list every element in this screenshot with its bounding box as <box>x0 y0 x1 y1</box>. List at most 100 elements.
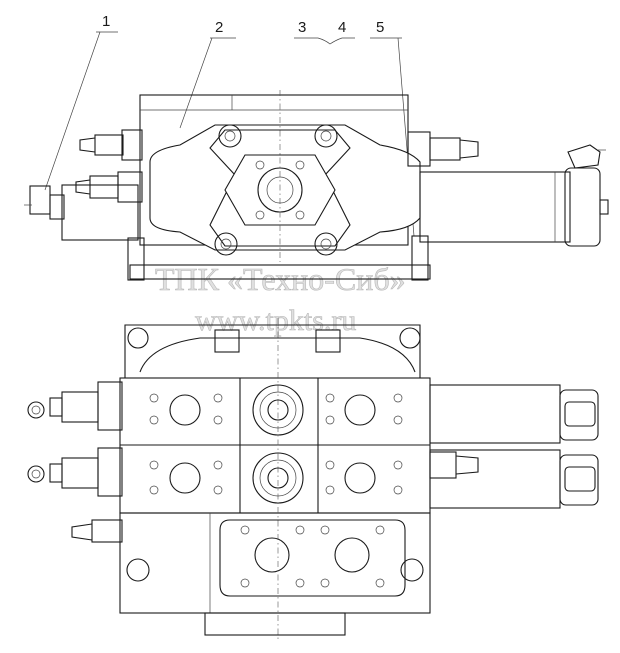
hole-icon <box>213 393 223 403</box>
base-foot-right <box>411 235 429 281</box>
bottom-foot <box>204 612 346 636</box>
hole-icon <box>240 578 250 588</box>
hole-icon <box>393 460 403 470</box>
hole-icon <box>320 525 330 535</box>
solenoid-plug-icon <box>564 401 596 427</box>
bolt-head-icon <box>314 124 338 148</box>
hole-icon <box>325 485 335 495</box>
callout-4: 4 <box>338 19 346 36</box>
solenoid-body <box>419 171 571 243</box>
top-base-rail <box>129 264 431 280</box>
fitting-nut <box>429 451 457 479</box>
cover-dome <box>139 337 416 373</box>
fitting-body <box>61 391 99 423</box>
fitting-collar <box>49 463 63 483</box>
hex-nut-icon <box>27 465 45 483</box>
lower-bolt-icon <box>400 558 424 582</box>
hex-nut-hole <box>31 469 41 479</box>
fitting-nut <box>97 381 123 431</box>
hole-icon <box>325 393 335 403</box>
section-holes <box>149 393 403 495</box>
fitting-nut <box>97 447 123 497</box>
cover-boss <box>214 329 240 353</box>
port-icon <box>169 394 201 426</box>
port-icon <box>169 462 201 494</box>
bottom-view <box>27 318 599 640</box>
main-port-ring <box>259 459 297 497</box>
bolt-head-icon <box>218 124 242 148</box>
fitting-collar <box>49 397 63 417</box>
leader-2 <box>179 37 236 129</box>
hole-icon <box>295 525 305 535</box>
fitting-body <box>89 175 119 199</box>
lower-port-icon <box>334 537 370 573</box>
port-icon <box>344 394 376 426</box>
callout-leaders: 1 2 3 4 5 <box>44 13 415 237</box>
fitting-body <box>429 137 461 161</box>
fitting-thread <box>459 139 479 159</box>
hole-icon <box>255 210 265 220</box>
solenoid-cap <box>559 454 599 506</box>
top-left-block <box>61 184 139 241</box>
top-left-fittings <box>24 129 143 241</box>
lower-port-icon <box>254 537 290 573</box>
watermark-url: www.tpkts.ru <box>195 304 356 337</box>
port-icon <box>344 462 376 494</box>
cover-bolt-icon <box>127 327 149 349</box>
hex-nut-icon <box>27 401 45 419</box>
fitting-nut <box>121 129 143 161</box>
hole-icon <box>393 393 403 403</box>
fitting-body <box>61 457 99 489</box>
top-cross-plate <box>209 129 351 247</box>
callout-2: 2 <box>215 19 223 36</box>
lower-flange <box>219 519 406 597</box>
fitting-thread <box>71 523 93 541</box>
hole-icon <box>149 393 159 403</box>
solenoid-body <box>429 449 561 509</box>
hole-icon <box>325 460 335 470</box>
hole-icon <box>213 415 223 425</box>
callout-5: 5 <box>376 19 384 36</box>
fitting-thread <box>79 137 96 153</box>
top-corner-bolts <box>214 124 338 256</box>
bolt-head-icon <box>214 232 238 256</box>
solenoid-plug-icon <box>564 466 596 492</box>
leader-3-4 <box>294 37 355 45</box>
hole-icon <box>320 578 330 588</box>
cover-bolt-icon <box>399 327 421 349</box>
hole-icon <box>213 460 223 470</box>
hole-icon <box>149 460 159 470</box>
bolt-hole-icon <box>320 238 332 250</box>
bolt-head-icon <box>314 232 338 256</box>
hole-icon <box>393 485 403 495</box>
hole-icon <box>295 210 305 220</box>
cover-boss <box>315 329 341 353</box>
fitting-body <box>94 134 124 156</box>
top-right-fittings <box>407 131 609 247</box>
fitting-thread <box>455 455 479 475</box>
hole-icon <box>149 415 159 425</box>
callout-1: 1 <box>102 13 110 30</box>
bolt-hole-icon <box>224 130 236 142</box>
bolt-hole-icon <box>320 130 332 142</box>
hole-icon <box>375 525 385 535</box>
solenoid-cap <box>559 389 599 441</box>
hole-icon <box>393 415 403 425</box>
watermark: ТПК «Техно-Сиб» www.tpkts.ru <box>155 261 406 338</box>
solenoid-plug-icon <box>29 185 51 215</box>
hole-icon <box>149 485 159 495</box>
hole-icon <box>213 485 223 495</box>
callout-3: 3 <box>298 19 306 36</box>
hole-icon <box>375 578 385 588</box>
hex-nut-hole <box>31 405 41 415</box>
base-foot-left <box>127 237 145 281</box>
bottom-left-fittings <box>27 381 123 543</box>
fitting-body <box>91 519 123 543</box>
fitting-thread <box>75 179 91 195</box>
bottom-right-fittings <box>429 384 599 509</box>
solenoid-end <box>599 199 609 215</box>
leader-1 <box>44 31 118 191</box>
hole-icon <box>255 160 265 170</box>
hole-icon <box>295 578 305 588</box>
